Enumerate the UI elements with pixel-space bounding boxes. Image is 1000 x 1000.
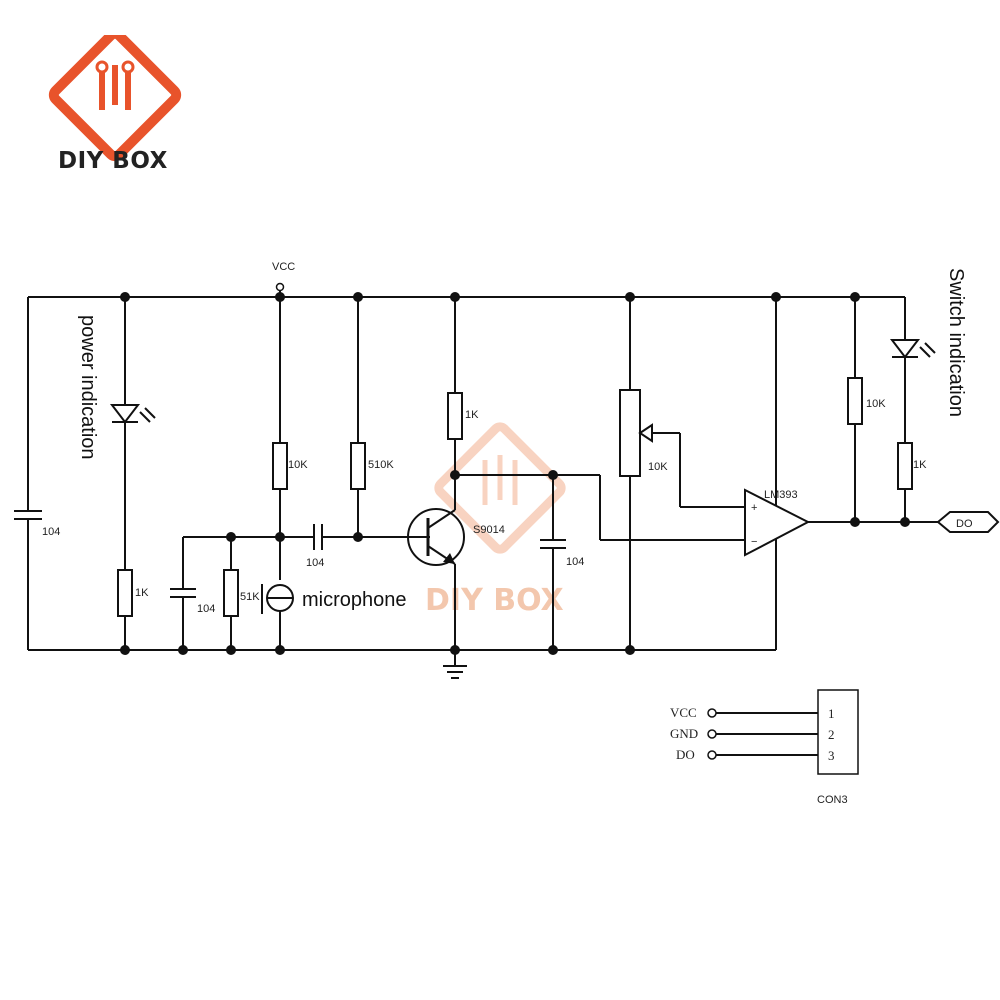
con-pin-number: 1 bbox=[828, 706, 835, 721]
r-pullup-label: 10K bbox=[866, 398, 886, 410]
vcc-terminal-icon bbox=[275, 282, 285, 292]
comparator-minus: − bbox=[751, 536, 757, 548]
r-mic-label: 51K bbox=[240, 591, 260, 603]
comparator-plus: + bbox=[751, 502, 757, 514]
r-bias2-icon bbox=[350, 442, 366, 490]
r-collector-label: 1K bbox=[465, 409, 479, 421]
output-label: DO bbox=[956, 518, 973, 530]
switch-led-icon bbox=[889, 339, 936, 359]
con-pin-signal: GND bbox=[670, 726, 698, 741]
diy-box-logo bbox=[48, 35, 182, 162]
vcc-label: VCC bbox=[272, 261, 295, 273]
pot-wiper-icon bbox=[638, 423, 653, 443]
r-led1-label: 1K bbox=[135, 587, 149, 599]
c-left-label: 104 bbox=[42, 526, 60, 538]
con-pin-signal: DO bbox=[676, 747, 695, 762]
con-pin-signal: VCC bbox=[670, 705, 697, 720]
watermark-logo bbox=[434, 422, 566, 554]
c-collector-label: 104 bbox=[566, 556, 584, 568]
do-output-port bbox=[936, 511, 1000, 533]
comparator-label: LM393 bbox=[764, 489, 798, 501]
power-indication-label: power indication bbox=[77, 315, 99, 460]
transistor-icon bbox=[407, 508, 465, 566]
c-mic-label: 104 bbox=[197, 603, 215, 615]
microphone-label: microphone bbox=[302, 589, 407, 611]
connector-con3 bbox=[707, 689, 859, 775]
r-bias2-label: 510K bbox=[368, 459, 394, 471]
connector-name: CON3 bbox=[817, 794, 848, 806]
switch-indication-label: Switch indication bbox=[945, 268, 967, 417]
c-couple-label: 104 bbox=[306, 557, 324, 569]
con-pin-number: 2 bbox=[828, 727, 835, 742]
con-pin-number: 3 bbox=[828, 748, 835, 763]
power-led-icon bbox=[109, 404, 156, 424]
watermark-text: DIY BOX bbox=[425, 583, 564, 618]
brand-name: DIY BOX bbox=[58, 148, 168, 174]
pot-label: 10K bbox=[648, 461, 668, 473]
r-led2-icon bbox=[897, 442, 913, 490]
r-led2-label: 1K bbox=[913, 459, 927, 471]
transistor-label: S9014 bbox=[473, 524, 505, 536]
junction-dots bbox=[120, 292, 910, 655]
r-bias1-label: 10K bbox=[288, 459, 308, 471]
r-collector-icon bbox=[447, 392, 463, 440]
r-bias1-icon bbox=[272, 442, 288, 490]
r-mic-icon bbox=[223, 569, 239, 617]
r-pullup-icon bbox=[847, 377, 863, 425]
r-led1-icon bbox=[117, 569, 133, 617]
microphone-icon bbox=[261, 584, 294, 614]
pot-icon bbox=[619, 389, 641, 477]
